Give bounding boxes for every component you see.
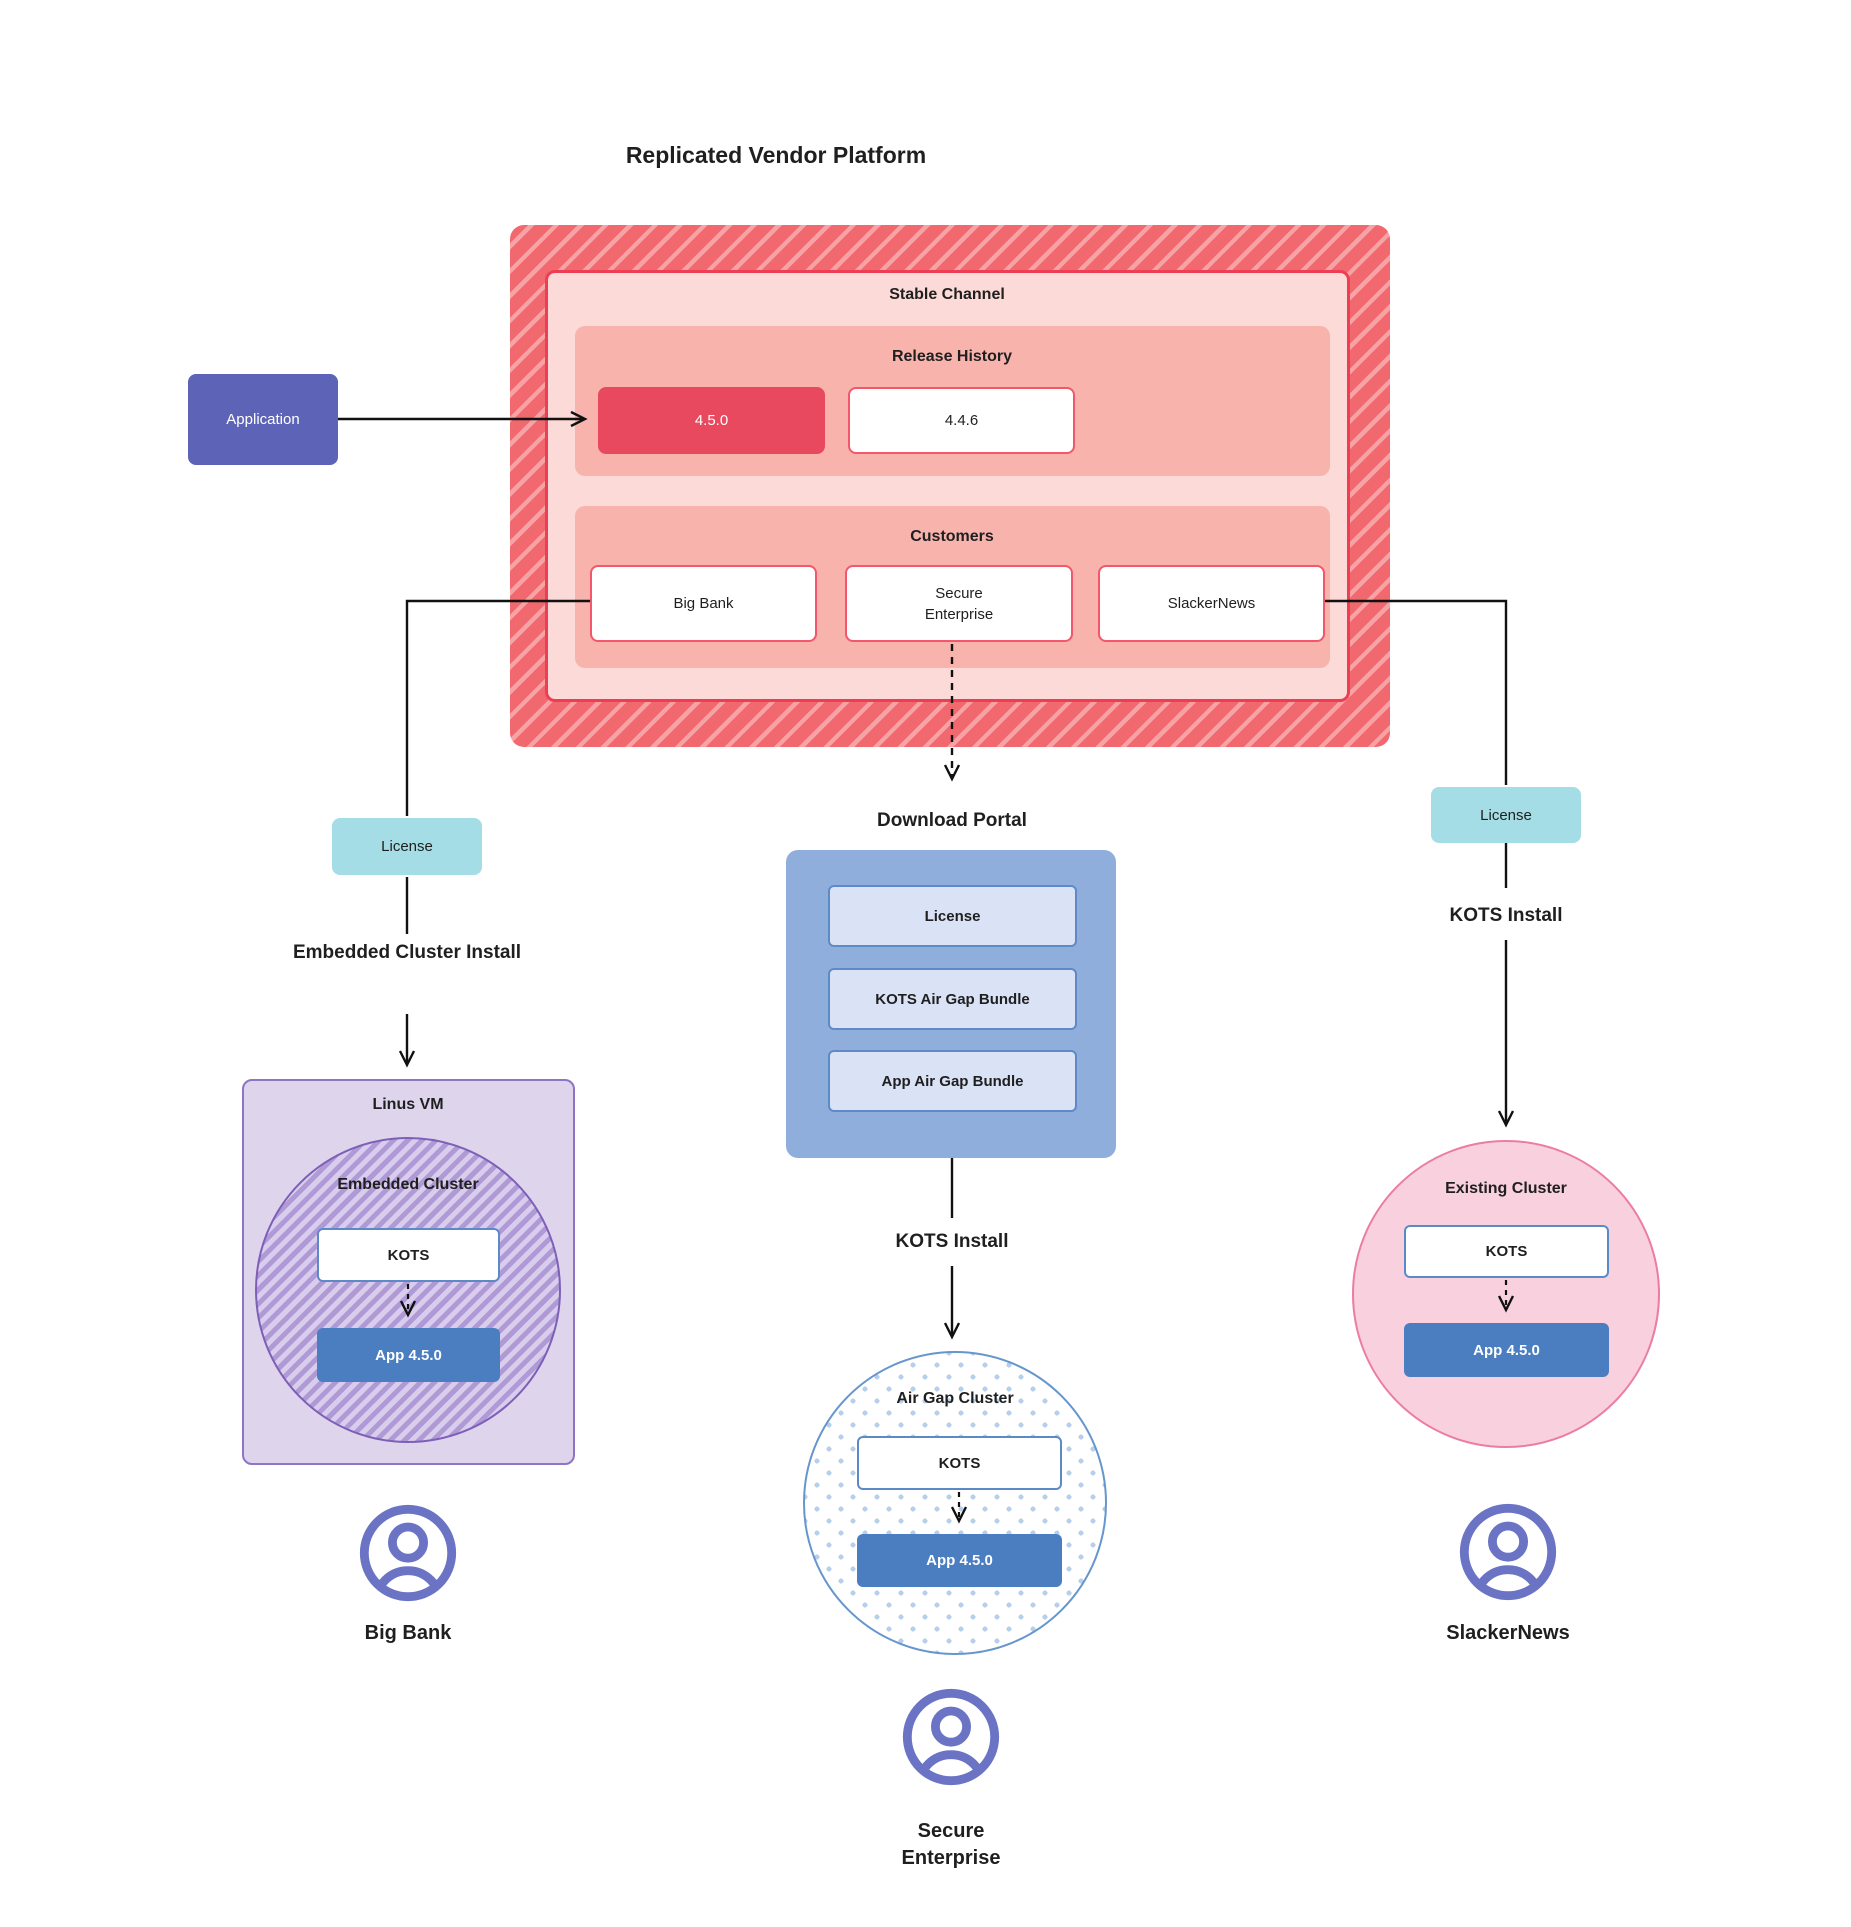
portal-item-license: License — [828, 885, 1077, 947]
kots-install-label-right: KOTS Install — [1449, 905, 1563, 926]
customer-name: Secure Enterprise — [924, 584, 994, 623]
linus-vm-label: Linus VM — [372, 1096, 444, 1113]
persona-secure-enterprise: Secure Enterprise — [886, 1818, 1016, 1872]
persona-name: Secure Enterprise — [901, 1820, 1001, 1869]
customer-slackernews: SlackerNews — [1098, 565, 1325, 642]
user-icon — [359, 1504, 457, 1602]
kots-box-left: KOTS — [317, 1228, 500, 1282]
license-label: License — [381, 838, 433, 855]
license-chip-right: License — [1431, 787, 1581, 843]
user-icon — [902, 1688, 1000, 1786]
portal-item-label: App Air Gap Bundle — [881, 1072, 1024, 1090]
kots-box-right: KOTS — [1404, 1225, 1609, 1278]
portal-item-kots-airgap-bundle: KOTS Air Gap Bundle — [828, 968, 1077, 1030]
customer-big-bank: Big Bank — [590, 565, 817, 642]
download-portal-label: Download Portal — [877, 810, 1027, 831]
license-label: License — [1480, 806, 1532, 824]
kots-label: KOTS — [1485, 1243, 1528, 1260]
app-box-center: App 4.5.0 — [857, 1534, 1062, 1587]
application-box: Application — [188, 374, 338, 465]
release-version: 4.4.6 — [944, 412, 979, 429]
app-label: App 4.5.0 — [375, 1346, 442, 1364]
customer-name: SlackerNews — [1167, 595, 1256, 612]
stable-channel-label: Stable Channel — [889, 286, 1005, 303]
customers-label: Customers — [910, 528, 994, 545]
portal-item-label: KOTS Air Gap Bundle — [875, 990, 1030, 1008]
customer-secure-enterprise: Secure Enterprise — [845, 565, 1073, 642]
kots-label: KOTS — [387, 1246, 430, 1264]
persona-big-bank: Big Bank — [364, 1622, 452, 1644]
release-version: 4.5.0 — [694, 412, 729, 429]
app-box-left: App 4.5.0 — [317, 1328, 500, 1382]
user-icon — [1459, 1503, 1557, 1601]
license-chip-left: License — [332, 818, 482, 875]
portal-item-label: License — [924, 907, 981, 925]
release-history-label: Release History — [891, 348, 1013, 365]
existing-cluster-label: Existing Cluster — [1445, 1180, 1567, 1197]
application-label: Application — [226, 411, 300, 428]
app-label: App 4.5.0 — [926, 1552, 993, 1569]
page-title: Replicated Vendor Platform — [625, 142, 927, 168]
kots-box-center: KOTS — [857, 1436, 1062, 1490]
persona-slackernews: SlackerNews — [1446, 1622, 1570, 1644]
kots-install-label-center: KOTS Install — [895, 1231, 1009, 1252]
customer-name: Big Bank — [673, 595, 734, 612]
air-gap-cluster-label: Air Gap Cluster — [896, 1390, 1014, 1407]
app-label: App 4.5.0 — [1473, 1341, 1540, 1359]
portal-item-app-airgap-bundle: App Air Gap Bundle — [828, 1050, 1077, 1112]
embedded-cluster-install-label: Embedded Cluster Install — [292, 942, 522, 963]
embedded-cluster-label: Embedded Cluster — [337, 1176, 479, 1193]
air-gap-cluster-circle — [803, 1351, 1107, 1655]
release-4-5-0: 4.5.0 — [598, 387, 825, 454]
app-box-right: App 4.5.0 — [1404, 1323, 1609, 1377]
kots-label: KOTS — [938, 1454, 981, 1472]
release-4-4-6: 4.4.6 — [848, 387, 1075, 454]
